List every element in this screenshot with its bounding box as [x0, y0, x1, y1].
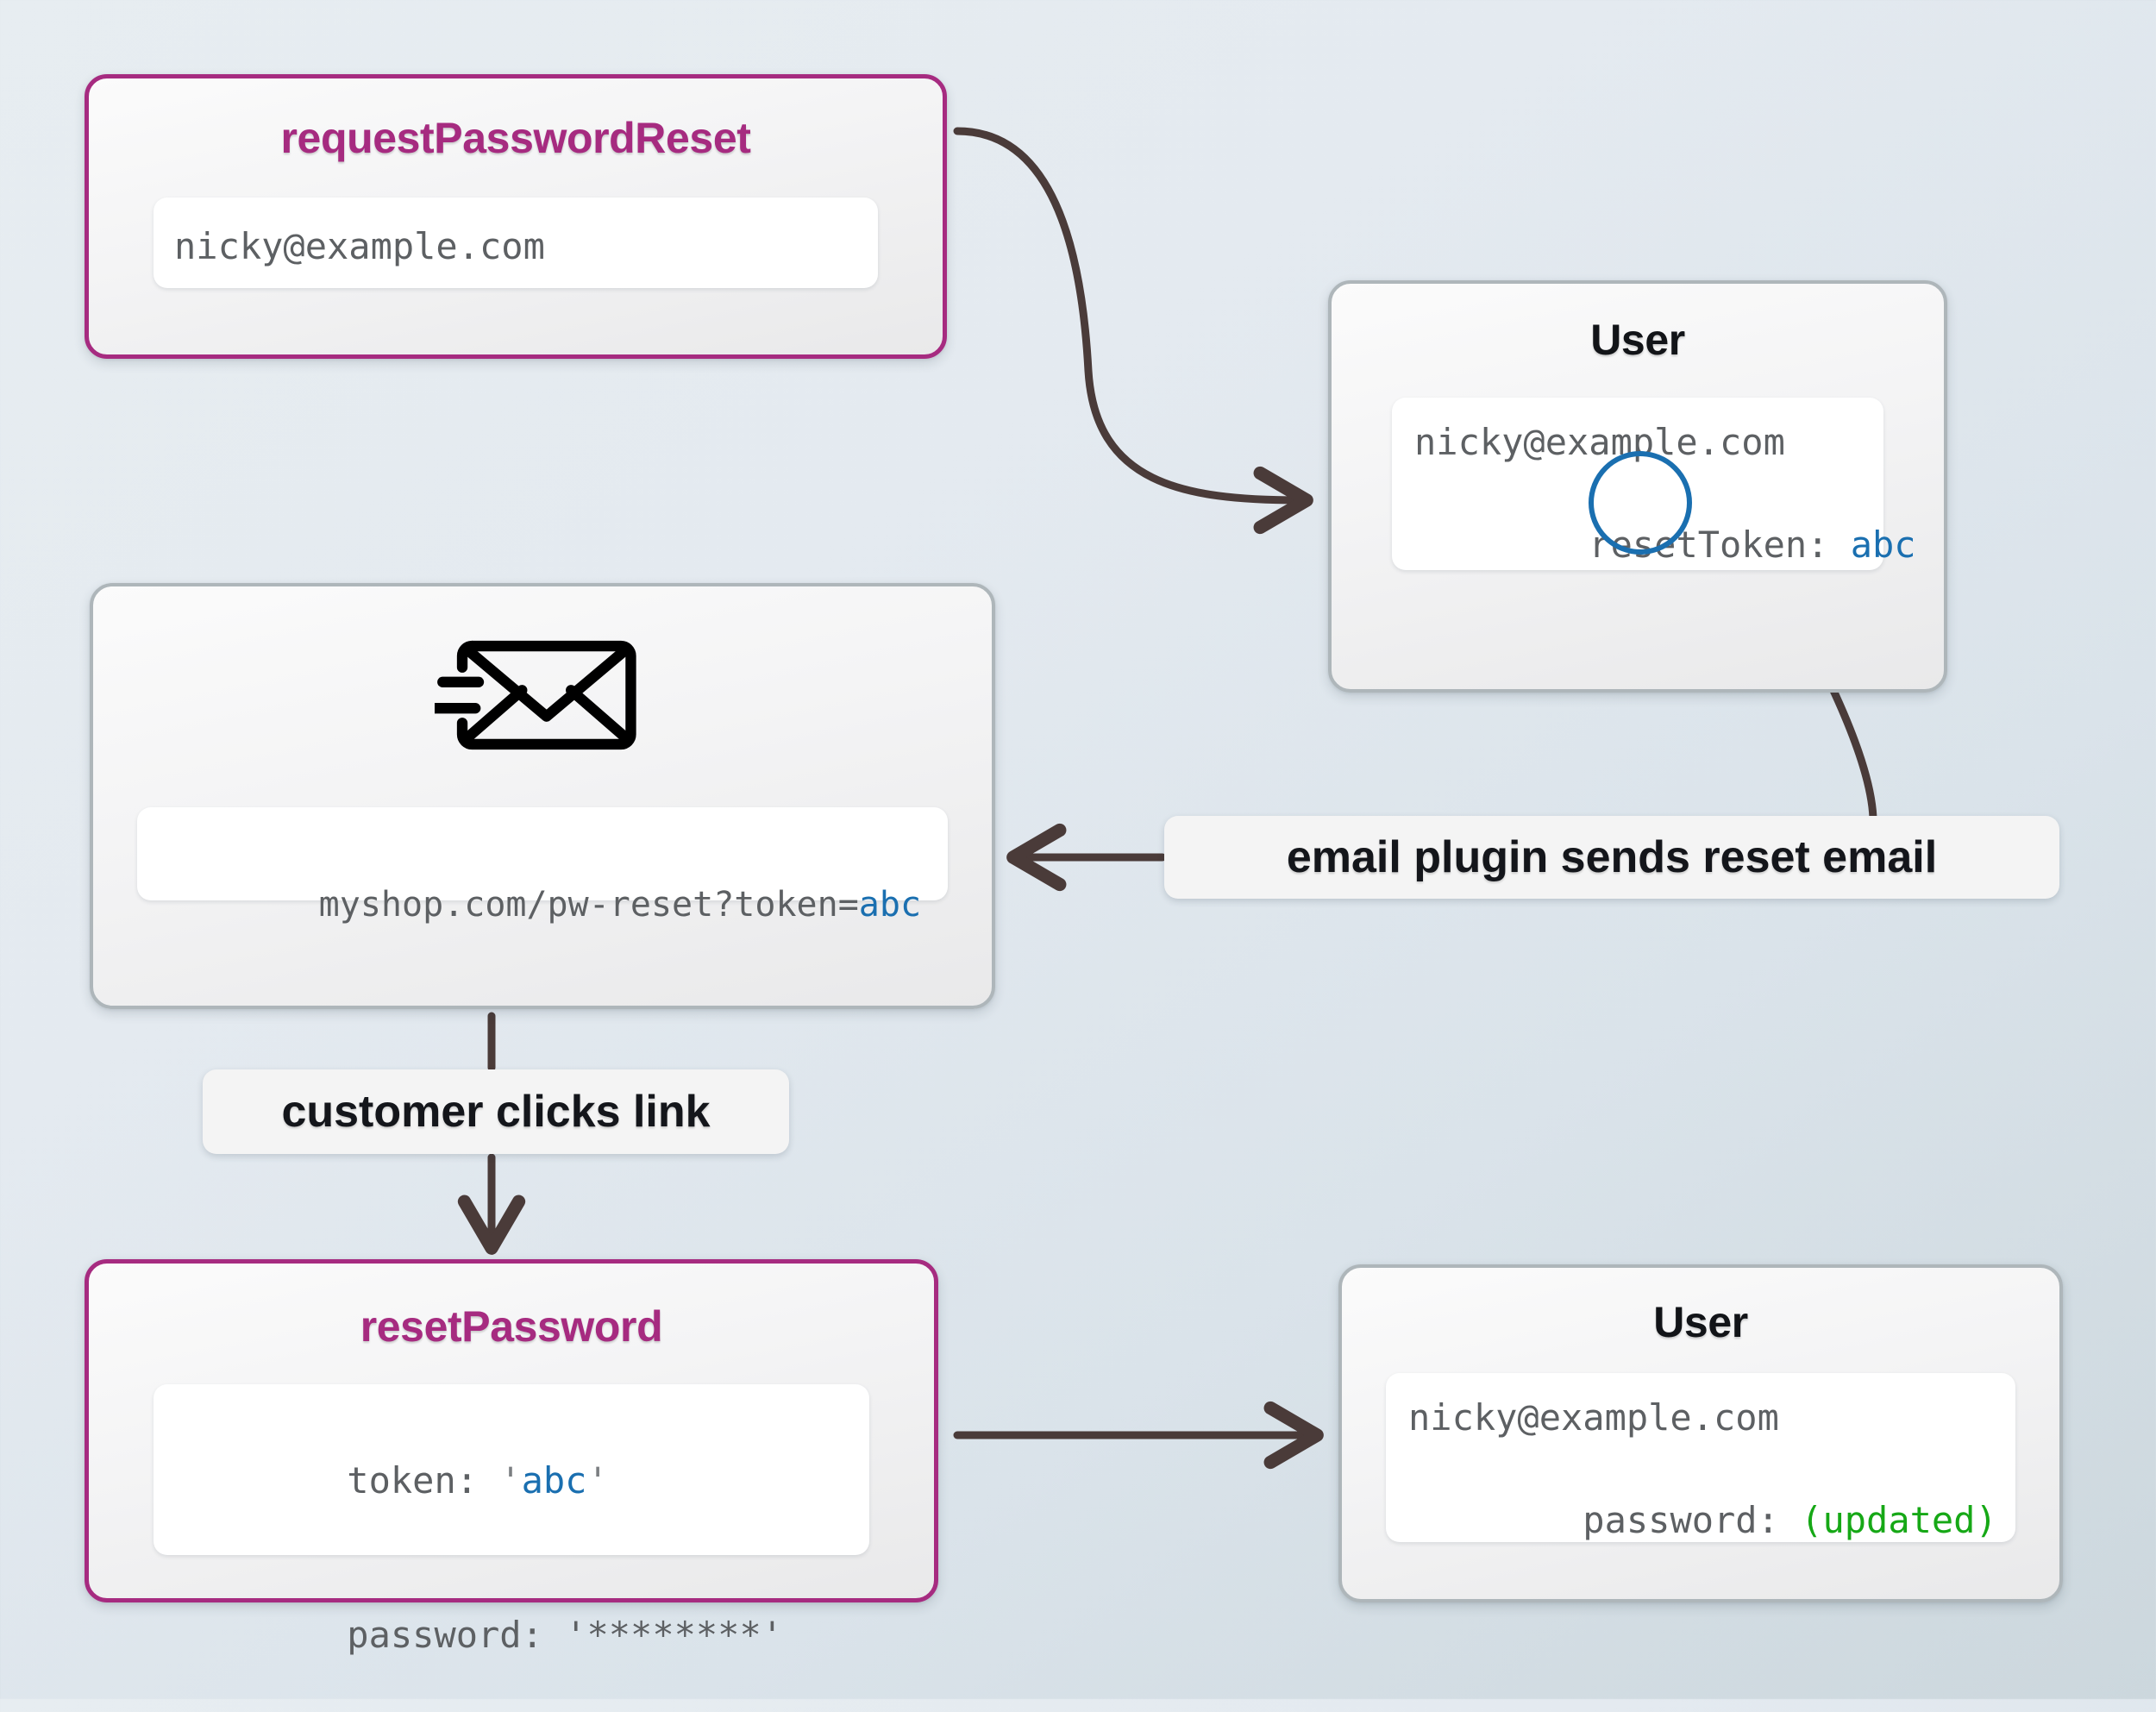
- node-fields-panel: myshop.com/pw-reset?token=abc: [137, 807, 948, 925]
- field-label: password:: [1583, 1499, 1802, 1542]
- field-url-token: abc: [858, 884, 922, 925]
- node-fields-panel: token: 'abc' password: '********': [154, 1384, 869, 1656]
- node-user-bottom[interactable]: User nicky@example.com password: (update…: [1338, 1264, 2063, 1602]
- node-fields-panel: nicky@example.com resetToken: abc: [1392, 398, 1916, 570]
- field-email: nicky@example.com: [1414, 421, 1785, 463]
- node-user-top[interactable]: User nicky@example.com resetToken: abc: [1328, 280, 1947, 693]
- node-fields-panel: nicky@example.com: [154, 198, 878, 288]
- quote-open: ': [499, 1458, 522, 1502]
- field-label: password:: [347, 1613, 566, 1656]
- field-value-password: (updated): [1801, 1499, 1997, 1542]
- field-value-password: '********': [565, 1613, 784, 1656]
- node-email-preview[interactable]: myshop.com/pw-reset?token=abc: [90, 583, 995, 1009]
- field-email: nicky@example.com: [174, 225, 545, 267]
- field-url-prefix: myshop.com/pw-reset?token=: [318, 884, 859, 925]
- node-title: User: [1653, 1298, 1748, 1346]
- field-token: token: 'abc': [172, 1403, 869, 1558]
- field-password: password: (updated): [1408, 1444, 2015, 1598]
- send-envelope-icon: [435, 640, 636, 750]
- field-value-token: abc: [521, 1458, 587, 1502]
- quote-close: ': [586, 1458, 609, 1502]
- node-title: User: [1590, 316, 1685, 364]
- field-password: password: '********': [172, 1558, 869, 1712]
- field-reset-url: myshop.com/pw-reset?token=abc: [153, 831, 948, 978]
- node-fields-panel: nicky@example.com password: (updated): [1386, 1373, 2015, 1542]
- node-title: requestPasswordReset: [280, 114, 751, 162]
- edge-request-to-user: [953, 127, 1313, 535]
- node-request-password-reset[interactable]: requestPasswordReset nicky@example.com: [85, 74, 947, 359]
- node-reset-password[interactable]: resetPassword token: 'abc' password: '**…: [85, 1259, 938, 1656]
- field-reset-token: resetToken: abc: [1414, 468, 1915, 623]
- edge-label-email-plugin: email plugin sends reset email: [1164, 816, 2059, 899]
- field-label: resetToken:: [1589, 524, 1851, 567]
- node-title: resetPassword: [360, 1302, 663, 1351]
- field-email: nicky@example.com: [1408, 1396, 1779, 1439]
- field-label: token:: [347, 1458, 500, 1502]
- edge-label-customer-clicks-link: customer clicks link: [203, 1069, 789, 1154]
- field-value-token: abc: [1850, 524, 1916, 567]
